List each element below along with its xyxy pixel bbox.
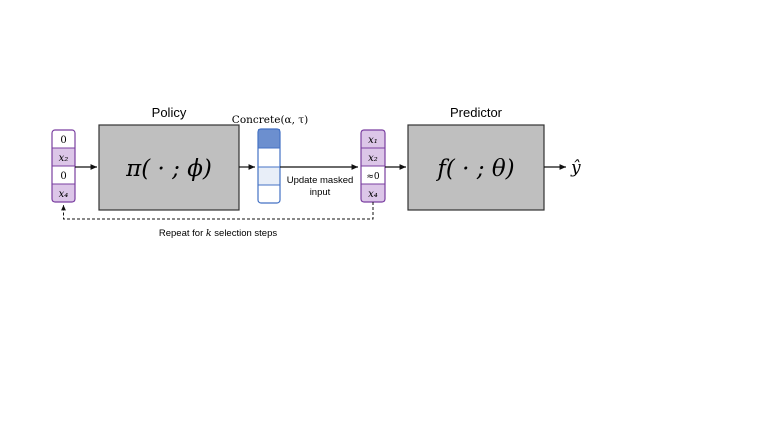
masked-cell-0-bg [361,130,385,148]
input-cell-0-bg [52,130,75,148]
policy-block: Policy π( · ; ϕ) [98,105,240,211]
concrete-cell-0 [258,129,280,148]
update-label-line2: input [310,187,331,198]
masked-cell-1: x₂ [368,153,378,164]
policy-formula: π( · ; ϕ) [125,156,212,182]
predictor-block: Predictor f( · ; θ) [407,105,545,211]
predictor-box [407,124,545,211]
input-cell-3: x₄ [59,189,69,200]
masked-cell-1-bg [361,148,385,166]
input-cell-1-bg [52,148,75,166]
concrete-block: Concrete(α, τ) [232,114,308,204]
input-vector: 0 x₂ 0 x₄ [51,129,76,203]
masked-cell-2: ≈0 [366,172,380,182]
concrete-label: Concrete(α, τ) [232,114,308,126]
output-label: ŷ [570,158,581,178]
feedback-label: Repeat for k selection steps [159,228,277,239]
policy-title: Policy [152,105,187,120]
input-cell-0: 0 [60,135,66,146]
update-label-line1: Update masked [287,175,354,186]
masked-cell-3-bg [361,184,385,202]
concrete-outline [257,128,281,204]
input-cell-2: 0 [60,171,66,182]
masked-vector: x₁ x₂ ≈0 x₄ [360,129,386,203]
concrete-cell-3 [258,185,280,203]
masked-cell-0: x₁ [368,135,378,146]
concrete-cell-1 [258,148,280,167]
feedback-prefix: Repeat for [159,228,206,239]
input-cell-2-bg [52,166,75,184]
predictor-formula: f( · ; θ) [435,156,514,182]
feedback-loop [61,202,374,220]
feedback-suffix: selection steps [212,228,278,239]
policy-box [98,124,240,211]
input-cell-1: x₂ [59,153,69,164]
feedback-var: k [206,228,212,239]
predictor-title: Predictor [450,105,503,120]
input-cell-3-bg [52,184,75,202]
masked-cell-2-bg [361,166,385,184]
masked-cell-3: x₄ [368,189,378,200]
concrete-cell-2 [258,167,280,185]
